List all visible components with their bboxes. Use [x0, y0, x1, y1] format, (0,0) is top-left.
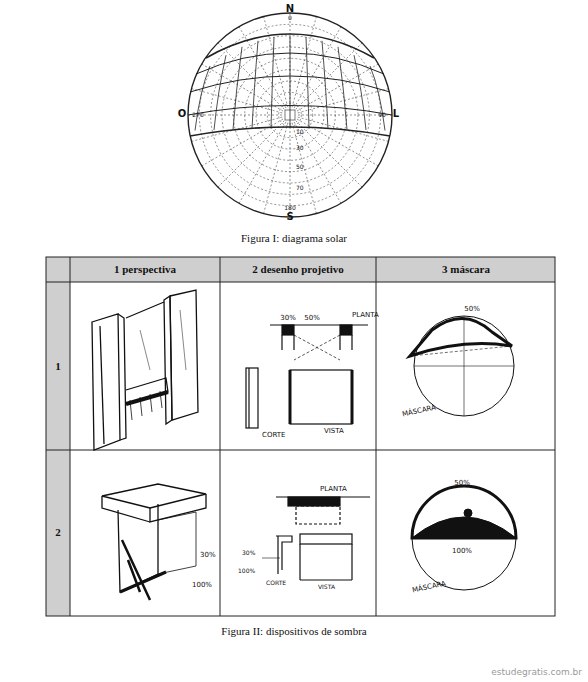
solar-stroke [285, 110, 295, 120]
sketch-note: 50% [454, 480, 470, 487]
table-header: 1 perspectiva [114, 264, 176, 275]
azimuth-number: 0 [288, 15, 292, 21]
solar-stroke [202, 64, 283, 111]
solar-stroke [190, 127, 390, 136]
solar-stroke [322, 41, 328, 129]
compass-letter: N [286, 4, 294, 14]
solar-stroke [264, 16, 288, 107]
solar-stroke [354, 55, 366, 130]
sketch-note: 100% [192, 582, 212, 589]
solar-stroke [271, 37, 274, 128]
solar-stroke [191, 89, 282, 113]
sketch-note: CORTE [262, 432, 285, 439]
solar-stroke [199, 24, 380, 205]
solar-stroke [370, 66, 385, 131]
mask-2 [412, 486, 516, 590]
solar-stroke [290, 123, 291, 217]
solar-stroke [292, 123, 316, 214]
figure-caption: Figura I: diagrama solar [241, 233, 347, 244]
azimuth-number: 270 [192, 112, 203, 118]
watermark: estudegratis.com.br [491, 668, 582, 677]
sketch-note: PLANTA [352, 312, 379, 319]
solar-stroke [239, 27, 286, 108]
solar-stroke [292, 16, 316, 107]
table-header: 3 máscara [442, 264, 490, 275]
solar-stroke [252, 41, 258, 129]
sketch-note: 30% [200, 552, 216, 559]
solar-stroke [211, 36, 370, 195]
solar-stroke [239, 122, 286, 203]
solar-stroke [214, 55, 226, 130]
sketch-note: 100% [452, 548, 472, 555]
solar-stroke [264, 123, 288, 214]
sketch-projection-2 [262, 497, 370, 580]
sketch-note: 30% [242, 550, 255, 556]
table-header: 2 desenho projetivo [252, 264, 343, 275]
sketch-note: VISTA [324, 428, 344, 435]
compass-letter: S [286, 212, 293, 222]
mask-1 [410, 316, 514, 416]
sketch-note: 100% [238, 568, 255, 574]
sketch-fins [92, 290, 198, 450]
sketch-awning [102, 484, 206, 600]
figure-caption: Figura II: dispositivos de sombra [221, 626, 366, 637]
altitude-number: 70 [296, 185, 304, 191]
sketch-note: PLANTA [320, 486, 347, 493]
sketch-note: 30% [280, 315, 296, 322]
sketch-note: 50% [304, 315, 320, 322]
sketch-note: MÁSCARA [402, 405, 437, 419]
azimuth-number: 180 [284, 205, 295, 211]
altitude-number: 10 [296, 129, 304, 135]
row-number: 2 [55, 527, 61, 538]
solar-stroke [297, 64, 378, 111]
sketch-projection-1 [246, 325, 368, 428]
table-grid [46, 257, 555, 616]
solar-stroke [338, 47, 347, 130]
solar-stroke [298, 115, 392, 116]
solar-stroke [294, 27, 341, 108]
altitude-number: 30 [296, 145, 304, 151]
sketch-note: VISTA [318, 584, 335, 590]
solar-stroke [195, 66, 210, 131]
compass-letter: L [393, 109, 399, 119]
compass-letter: O [178, 109, 187, 119]
altitude-number: 50 [296, 164, 304, 170]
solar-stroke [188, 13, 392, 217]
solar-stroke [306, 37, 309, 128]
solar-stroke [294, 122, 341, 203]
row-number: 1 [55, 361, 61, 372]
azimuth-number: 90 [378, 112, 386, 118]
sketch-note: 50% [464, 306, 480, 313]
solar-stroke [233, 47, 242, 130]
sketch-note: CORTE [266, 580, 286, 586]
sketch-note: MÁSCARA [412, 581, 447, 595]
solar-stroke [298, 89, 389, 113]
solar-stroke [290, 36, 291, 128]
